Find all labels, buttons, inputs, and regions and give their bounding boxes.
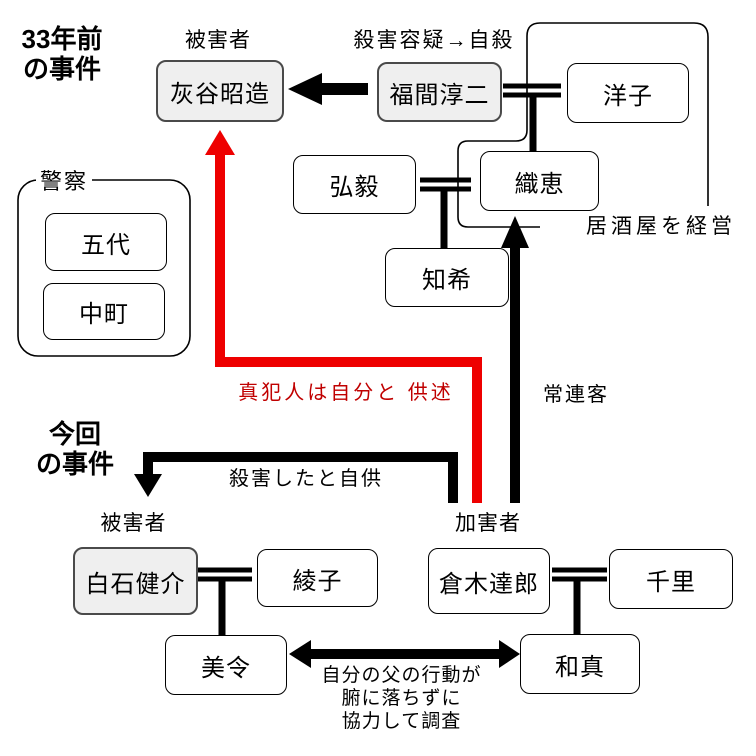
person-box-chisato: 千里 xyxy=(609,549,733,609)
person-box-godai: 五代 xyxy=(45,213,167,271)
person-box-hiroki: 弘毅 xyxy=(293,155,416,214)
person-box-mirei: 美令 xyxy=(165,635,287,695)
person-box-haitani: 灰谷昭造 xyxy=(156,60,284,122)
confession-arrow-kuraki-to-shiraishi xyxy=(134,452,458,503)
person-box-ayako: 綾子 xyxy=(257,549,378,607)
person-box-shiraishi: 白石健介 xyxy=(73,547,198,615)
past-case-title-line1: 33年前 xyxy=(21,24,103,54)
current-case-title-line2: の事件 xyxy=(35,449,114,479)
marriage-link-shiraishi-ayako xyxy=(198,567,252,582)
izakaya-group-outline xyxy=(457,22,709,228)
investigation-note-line1: 自分の父の行動が xyxy=(321,665,482,686)
regular-customer-label: 常連客 xyxy=(543,384,609,406)
person-box-orie: 織恵 xyxy=(480,151,599,211)
investigation-note-line3: 協力して調査 xyxy=(341,711,462,732)
victim-label-current: 被害者 xyxy=(100,512,167,535)
current-case-title: 今回 の事件 xyxy=(24,419,126,479)
regular-customer-arrow xyxy=(501,216,529,503)
marriage-link-fukuma-yoko xyxy=(503,83,561,98)
person-box-fukuma: 福間淳二 xyxy=(377,62,502,122)
investigation-note: 自分の父の行動が 腑に落ちずに 協力して調査 xyxy=(300,664,503,733)
real-culprit-statement-label: 真犯人は自分と 供述 xyxy=(238,382,454,404)
confession-label: 殺害したと自供 xyxy=(229,468,383,490)
victim-label-past: 被害者 xyxy=(185,29,251,52)
marriage-link-hiroki-orie xyxy=(420,177,471,192)
police-group-label: 警察 xyxy=(36,168,93,196)
person-box-nakamachi: 中町 xyxy=(43,283,165,340)
past-case-title-line2: の事件 xyxy=(22,54,101,84)
marriage-link-kuraki-chisato xyxy=(552,567,607,582)
suspect-suicide-label: 殺害容疑→自殺 xyxy=(353,29,515,52)
current-case-title-line1: 今回 xyxy=(48,419,101,449)
cooperation-arrow-mirei-kazuma xyxy=(289,640,520,668)
person-box-kuraki: 倉木達郎 xyxy=(428,548,550,614)
person-box-yoko: 洋子 xyxy=(567,63,689,123)
person-box-kazuma: 和真 xyxy=(520,634,640,694)
police-group-outline xyxy=(17,179,191,357)
person-box-tomoki: 知希 xyxy=(385,248,509,307)
real-culprit-arrow-kuraki-to-haitani xyxy=(205,130,482,503)
murder-arrow-fukuma-to-haitani xyxy=(288,73,368,105)
izakaya-group-label: 居酒屋を経営 xyxy=(586,215,736,238)
perpetrator-label: 加害者 xyxy=(455,512,521,535)
investigation-note-line2: 腑に落ちずに xyxy=(341,688,462,709)
past-case-title: 33年前 の事件 xyxy=(8,24,116,84)
